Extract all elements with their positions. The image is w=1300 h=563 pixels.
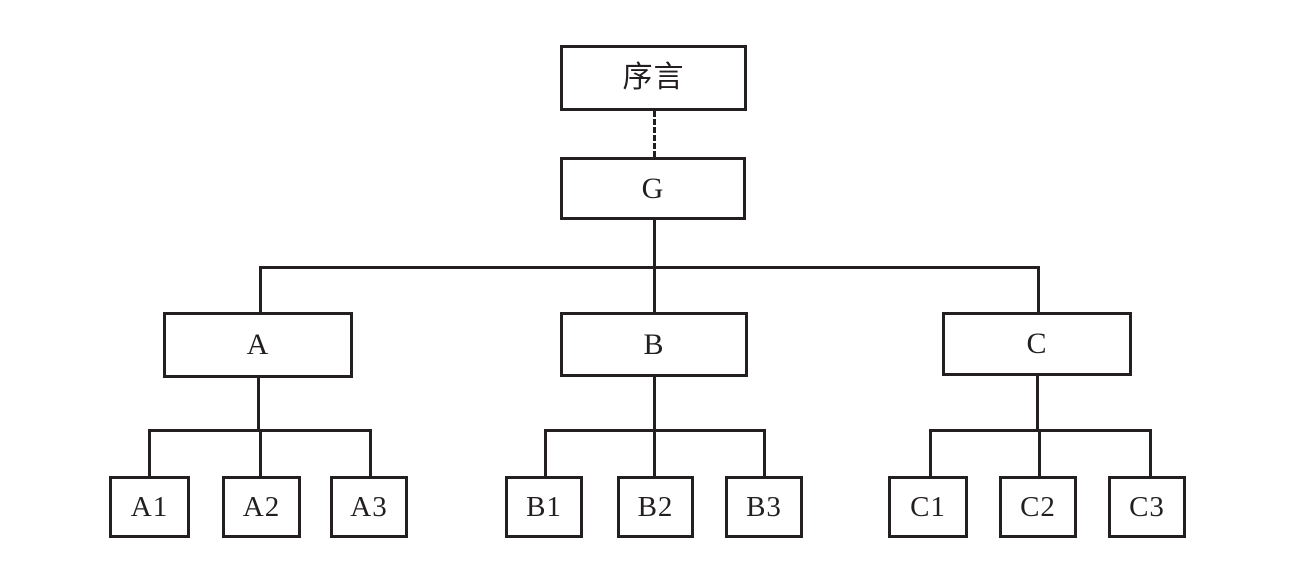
node-b3: B3 — [725, 476, 803, 538]
node-g: G — [560, 157, 746, 220]
edge-drop-to-b3 — [763, 429, 766, 476]
node-c2: C2 — [999, 476, 1077, 538]
node-preface: 序言 — [560, 45, 747, 111]
node-b2: B2 — [617, 476, 694, 538]
edge-drop-to-c1 — [929, 429, 932, 476]
edge-b-down — [653, 377, 656, 431]
edge-drop-to-c — [1037, 266, 1040, 312]
edge-c-down — [1036, 376, 1039, 431]
node-c: C — [942, 312, 1132, 376]
edge-drop-to-b2 — [653, 429, 656, 476]
node-a1: A1 — [109, 476, 190, 538]
edge-a-down — [257, 378, 260, 431]
node-b: B — [560, 312, 748, 377]
edge-g-down — [653, 220, 656, 269]
edge-drop-to-a — [259, 266, 262, 312]
edge-drop-to-a3 — [369, 429, 372, 476]
edge-drop-to-c3 — [1149, 429, 1152, 476]
edge-drop-to-a2 — [259, 429, 262, 476]
edge-drop-to-a1 — [148, 429, 151, 476]
edge-preface-to-g-dashed — [653, 111, 656, 157]
edge-drop-to-b — [653, 266, 656, 312]
node-a: A — [163, 312, 353, 378]
node-a3: A3 — [330, 476, 408, 538]
edge-drop-to-c2 — [1038, 429, 1041, 476]
node-c3: C3 — [1108, 476, 1186, 538]
node-b1: B1 — [505, 476, 583, 538]
node-c1: C1 — [888, 476, 968, 538]
node-a2: A2 — [222, 476, 301, 538]
edge-drop-to-b1 — [544, 429, 547, 476]
edge-main-horizontal-bus — [259, 266, 1040, 269]
